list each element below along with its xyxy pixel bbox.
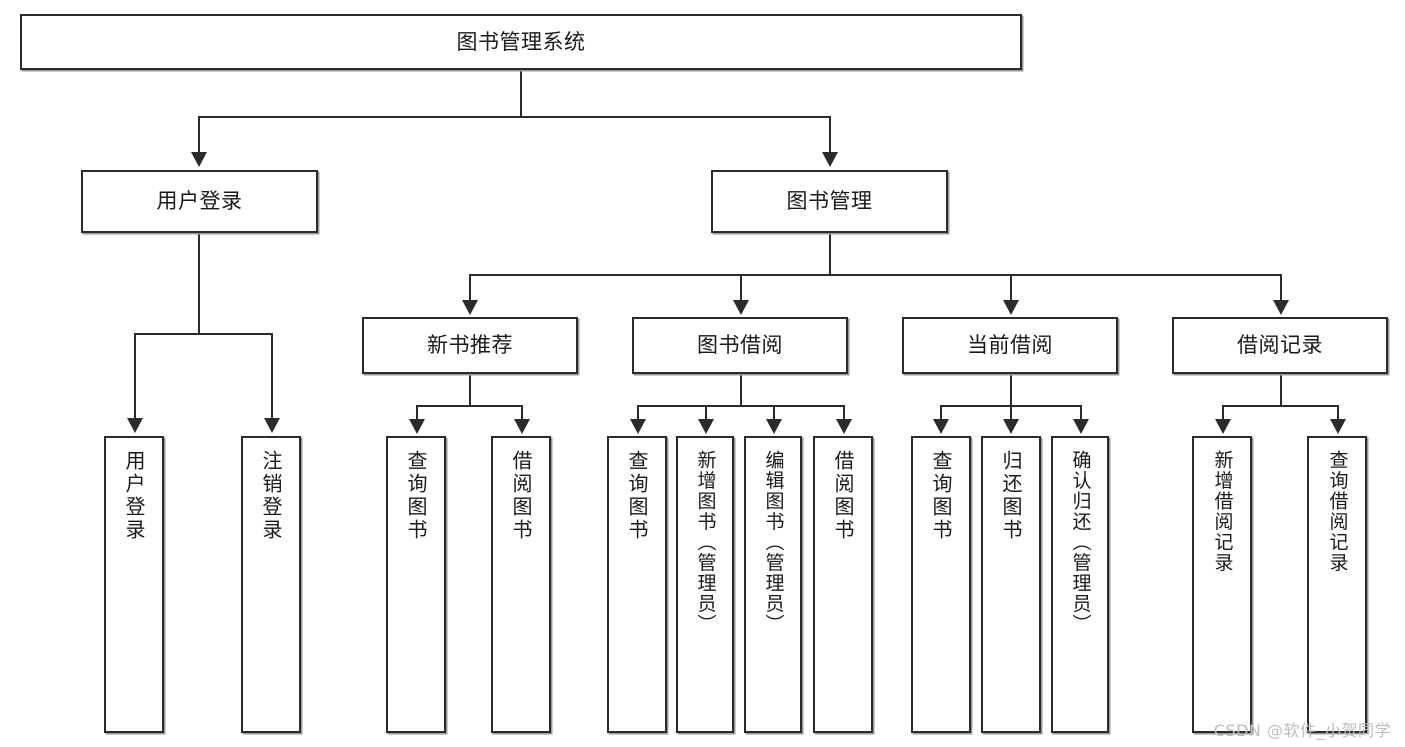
- connector-user-login-to-leaf-1: [134, 333, 136, 420]
- node-current-borrow[interactable]: 当前借阅: [902, 317, 1118, 374]
- connector-nbr-to-leaf-2: [521, 405, 523, 421]
- arrow-nbr-to-leaf-2: [514, 419, 530, 434]
- leaf-borrow-book-2-label: 借阅图书: [831, 450, 855, 542]
- arrow-bb-to-leaf-1: [630, 419, 646, 434]
- connector-root-stem: [520, 70, 522, 117]
- leaf-borrow-book-1-label: 借阅图书: [509, 450, 533, 542]
- leaf-query-record-label: 查询借阅记录: [1326, 450, 1349, 573]
- leaf-return-book-label: 归还图书: [999, 450, 1023, 542]
- connector-br-to-leaf-2: [1337, 405, 1339, 421]
- leaf-query-book-3[interactable]: 查询图书: [911, 436, 971, 733]
- connector-cb-to-leaf-3: [1080, 405, 1082, 421]
- connector-book-borrow-stem: [740, 374, 742, 406]
- arrow-nbr-to-leaf-1: [409, 419, 425, 434]
- connector-user-login-bus: [134, 333, 273, 335]
- connector-cb-to-leaf-1: [940, 405, 942, 421]
- leaf-edit-book-label: 编辑图书（管理员）: [762, 450, 785, 635]
- connector-book-borrow-bus: [637, 405, 844, 407]
- leaf-user-login[interactable]: 用户登录: [104, 436, 164, 733]
- connector-book-manage-to-l3-3: [1010, 274, 1012, 302]
- leaf-user-logout[interactable]: 注销登录: [241, 436, 301, 733]
- leaf-query-book-1[interactable]: 查询图书: [386, 436, 446, 733]
- arrow-cb-to-leaf-2: [1003, 419, 1019, 434]
- connector-book-manage-bus: [469, 274, 1281, 276]
- node-root-label: 图书管理系统: [456, 29, 586, 54]
- node-borrow-record-label: 借阅记录: [1237, 333, 1323, 358]
- arrow-bb-to-leaf-4: [836, 419, 852, 434]
- node-new-book-recommend[interactable]: 新书推荐: [362, 317, 578, 374]
- connector-book-manage-to-l3-1: [469, 274, 471, 302]
- connector-new-book-recommend-bus: [416, 405, 523, 407]
- connector-root-bus: [198, 116, 830, 118]
- arrow-book-manage-to-l3-1: [462, 300, 478, 315]
- arrow-root-to-book-manage: [822, 152, 838, 167]
- arrow-bb-to-leaf-2: [698, 419, 714, 434]
- node-book-manage-label: 图书管理: [786, 189, 873, 214]
- node-root[interactable]: 图书管理系统: [20, 14, 1022, 70]
- node-current-borrow-label: 当前借阅: [967, 333, 1053, 358]
- connector-br-to-leaf-1: [1222, 405, 1224, 421]
- connector-book-manage-to-l3-4: [1280, 274, 1282, 302]
- leaf-user-login-label: 用户登录: [122, 450, 146, 542]
- leaf-borrow-book-1[interactable]: 借阅图书: [491, 436, 551, 733]
- arrow-book-manage-to-l3-4: [1273, 300, 1289, 315]
- connector-root-to-book-manage: [829, 116, 831, 154]
- node-user-login-label: 用户登录: [156, 189, 243, 214]
- arrow-root-to-user-login: [191, 152, 207, 167]
- arrow-cb-to-leaf-3: [1073, 419, 1089, 434]
- arrow-br-to-leaf-1: [1215, 419, 1231, 434]
- connector-bb-to-leaf-1: [637, 405, 639, 421]
- leaf-borrow-book-2[interactable]: 借阅图书: [813, 436, 873, 733]
- arrow-br-to-leaf-2: [1330, 419, 1346, 434]
- csdn-watermark: CSDN @软件_小贺同学: [1213, 721, 1391, 740]
- arrow-bb-to-leaf-3: [766, 419, 782, 434]
- leaf-query-book-1-label: 查询图书: [404, 450, 428, 542]
- leaf-query-book-2-label: 查询图书: [625, 450, 649, 542]
- connector-cb-to-leaf-2: [1010, 405, 1012, 421]
- node-book-borrow-label: 图书借阅: [697, 333, 783, 358]
- leaf-return-book[interactable]: 归还图书: [981, 436, 1041, 733]
- connector-root-to-user-login: [198, 116, 200, 154]
- node-user-login[interactable]: 用户登录: [81, 170, 318, 233]
- leaf-add-book[interactable]: 新增图书（管理员）: [676, 436, 734, 733]
- connector-bb-to-leaf-2: [705, 405, 707, 421]
- connector-book-manage-stem: [829, 233, 831, 275]
- connector-user-login-to-leaf-2: [271, 333, 273, 420]
- leaf-edit-book[interactable]: 编辑图书（管理员）: [744, 436, 802, 733]
- connector-nbr-to-leaf-1: [416, 405, 418, 421]
- leaf-query-book-3-label: 查询图书: [929, 450, 953, 542]
- leaf-confirm-return-label: 确认归还（管理员）: [1069, 450, 1092, 635]
- connector-borrow-record-stem: [1280, 374, 1282, 406]
- leaf-confirm-return[interactable]: 确认归还（管理员）: [1051, 436, 1109, 733]
- arrow-cb-to-leaf-1: [933, 419, 949, 434]
- connector-user-login-stem: [198, 233, 200, 334]
- connector-current-borrow-stem: [1010, 374, 1012, 406]
- connector-book-manage-to-l3-2: [740, 274, 742, 302]
- connector-new-book-recommend-stem: [469, 374, 471, 406]
- arrow-book-manage-to-l3-3: [1003, 300, 1019, 315]
- leaf-query-book-2[interactable]: 查询图书: [607, 436, 667, 733]
- node-book-manage[interactable]: 图书管理: [711, 170, 948, 233]
- leaf-add-record-label: 新增借阅记录: [1211, 450, 1234, 573]
- arrow-user-login-to-leaf-1: [127, 418, 143, 433]
- leaf-query-record[interactable]: 查询借阅记录: [1307, 436, 1367, 733]
- node-book-borrow[interactable]: 图书借阅: [632, 317, 848, 374]
- arrow-book-manage-to-l3-2: [733, 300, 749, 315]
- connector-borrow-record-bus: [1222, 405, 1339, 407]
- leaf-add-record[interactable]: 新增借阅记录: [1192, 436, 1252, 733]
- node-borrow-record[interactable]: 借阅记录: [1172, 317, 1388, 374]
- connector-bb-to-leaf-4: [843, 405, 845, 421]
- leaf-user-logout-label: 注销登录: [259, 450, 283, 542]
- connector-bb-to-leaf-3: [773, 405, 775, 421]
- arrow-user-login-to-leaf-2: [264, 418, 280, 433]
- leaf-add-book-label: 新增图书（管理员）: [694, 450, 717, 635]
- node-new-book-recommend-label: 新书推荐: [427, 333, 513, 358]
